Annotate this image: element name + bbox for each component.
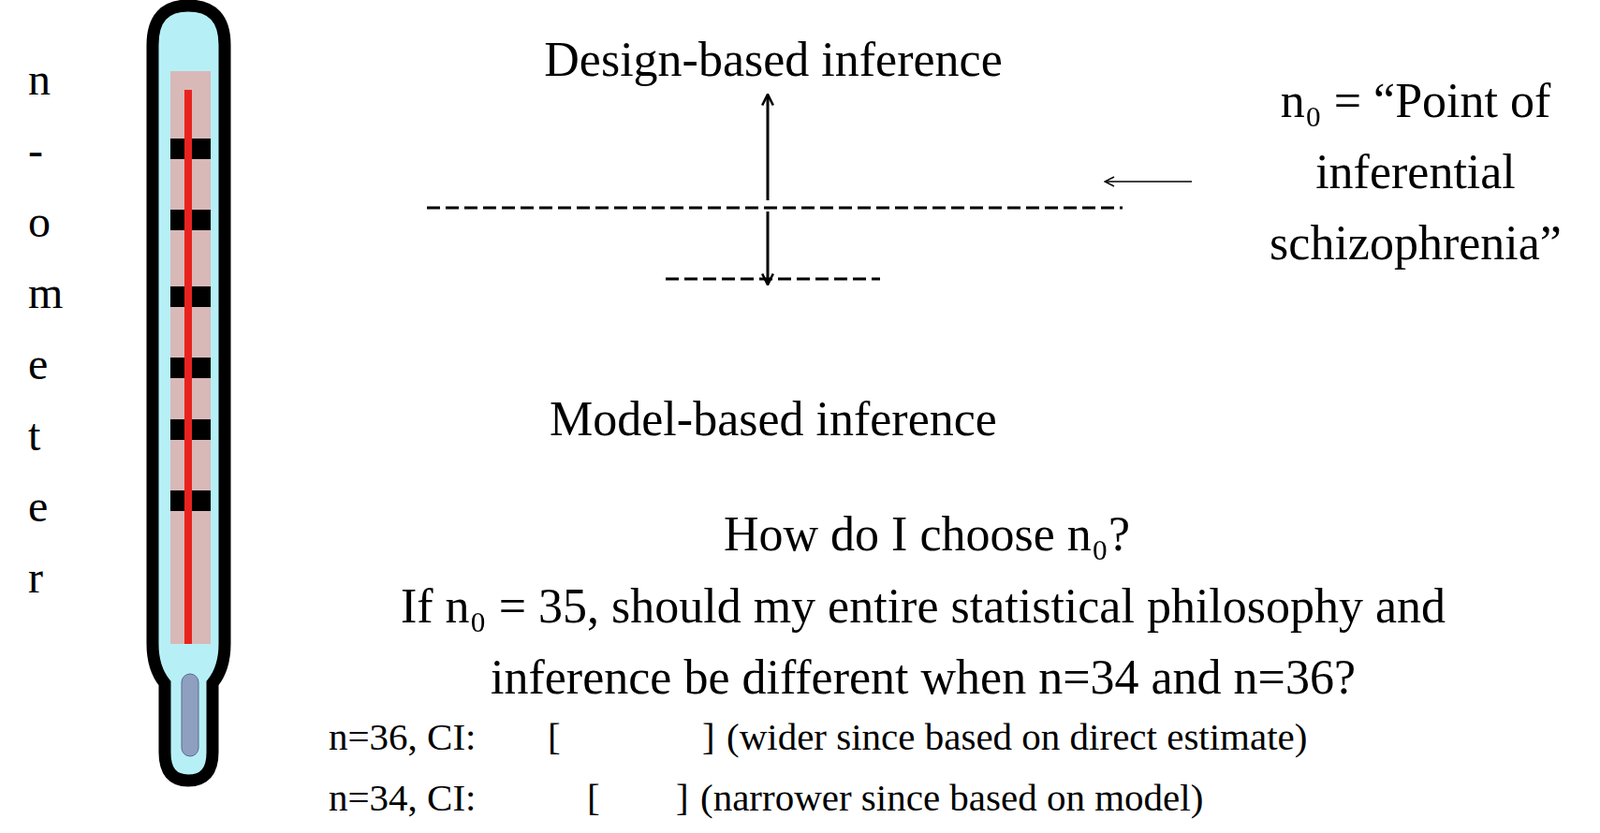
down-arrow [766,211,770,284]
callout-label: n₀ = “Point of inferential schizophrenia… [1237,65,1594,279]
axis-label: Design-based inference [445,35,1101,85]
ci-label: n=34, CI: [328,778,477,818]
thermometer [152,5,225,781]
mercury-column [184,89,192,645]
ci-note: (wider since based on direct estimate) [726,718,1307,757]
up-arrow [766,95,770,201]
axis-label: Model-based inference [445,395,1101,444]
question-text: If n₀ = 35, should my entire statistical… [309,571,1537,714]
ci-label: n=36, CI: [328,718,477,757]
vertical-label: n-ometer [28,44,53,614]
bracket: [ [587,778,601,818]
bracket: ] [702,718,716,757]
thermometer-bulb [181,674,199,757]
question-text: How do I choose n₀? [552,510,1302,559]
thermometer-body [152,5,225,781]
bracket: ] [675,778,690,818]
threshold-line [426,206,1123,210]
pointer-arrow [1104,180,1192,183]
scale-strip [170,71,211,645]
bracket: [ [547,718,561,757]
ci-note: (narrower since based on model) [700,778,1204,818]
lower-dashed-line [665,278,881,281]
